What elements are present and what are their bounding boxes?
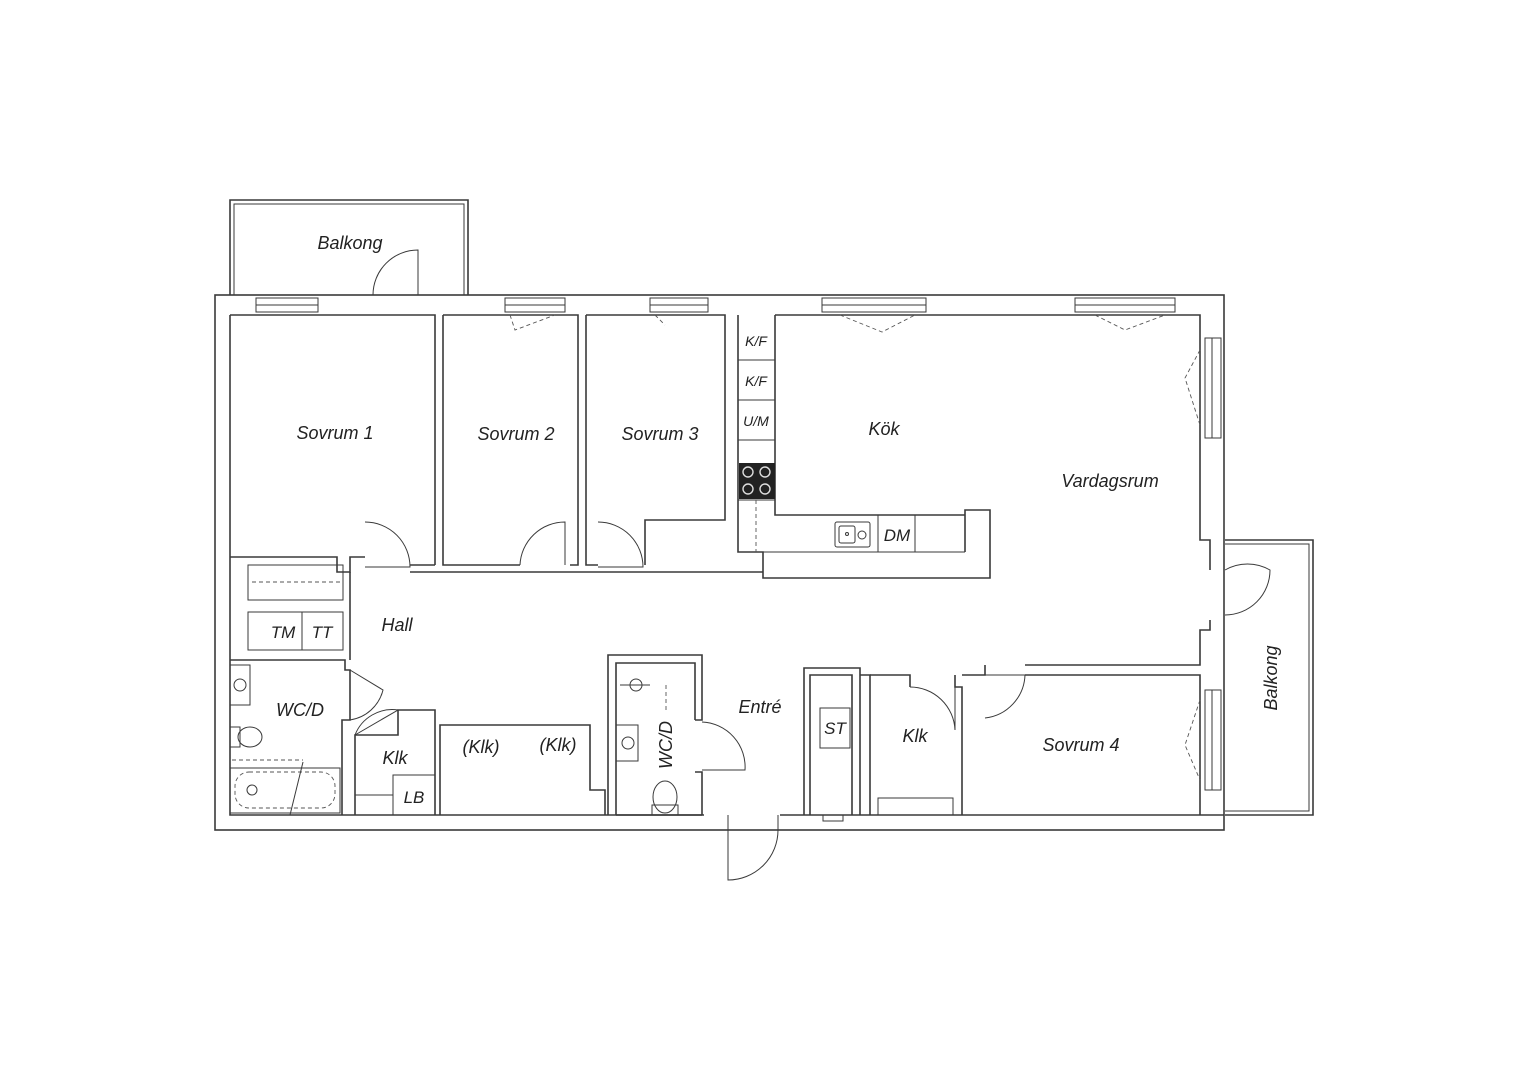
label-klk-paren-1: (Klk): [463, 737, 500, 757]
label-kok: Kök: [868, 419, 900, 439]
label-entre: Entré: [738, 697, 781, 717]
doors: [349, 249, 1271, 881]
label-sovrum-4: Sovrum 4: [1042, 735, 1119, 755]
label-vardagsrum: Vardagsrum: [1061, 471, 1158, 491]
label-klk-small: Klk: [382, 748, 408, 768]
balcony-right: [1225, 539, 1314, 816]
washbasin-icon: [233, 678, 247, 692]
label-dm: DM: [884, 526, 911, 545]
kitchen-counter: [737, 315, 991, 579]
label-st: ST: [824, 719, 847, 738]
label-tt: TT: [312, 623, 334, 642]
label-sovrum-2: Sovrum 2: [477, 424, 554, 444]
balcony-top: [229, 199, 469, 295]
kitchen-sink-icon: [834, 521, 871, 548]
entrance-walls: [780, 665, 1224, 822]
stove-icon: [739, 463, 775, 499]
label-um: U/M: [743, 413, 769, 429]
middle-bath-walls: [607, 654, 703, 816]
windows: [255, 297, 1222, 791]
outer-walls: [214, 294, 1225, 831]
label-sovrum-1: Sovrum 1: [296, 423, 373, 443]
label-hall: Hall: [381, 615, 413, 635]
label-wcd-mid: WC/D: [656, 721, 676, 769]
label-balkong-right: Balkong: [1261, 645, 1281, 710]
label-lb: LB: [404, 788, 425, 807]
living-walls: [775, 314, 1211, 666]
label-balkong-top: Balkong: [317, 233, 382, 253]
label-klk-paren-2: (Klk): [540, 735, 577, 755]
left-bath-walls: [229, 564, 606, 815]
label-klk-right: Klk: [902, 726, 928, 746]
storage-closet: [354, 774, 436, 816]
label-wcd-left: WC/D: [276, 700, 324, 720]
label-tm: TM: [271, 623, 296, 642]
bedroom-walls: [230, 314, 763, 573]
label-kf-2: K/F: [745, 373, 768, 389]
label-kf-1: K/F: [745, 333, 768, 349]
bathtub-icon: [229, 759, 341, 816]
label-sovrum-3: Sovrum 3: [621, 424, 698, 444]
toilet-icon: [229, 726, 263, 748]
